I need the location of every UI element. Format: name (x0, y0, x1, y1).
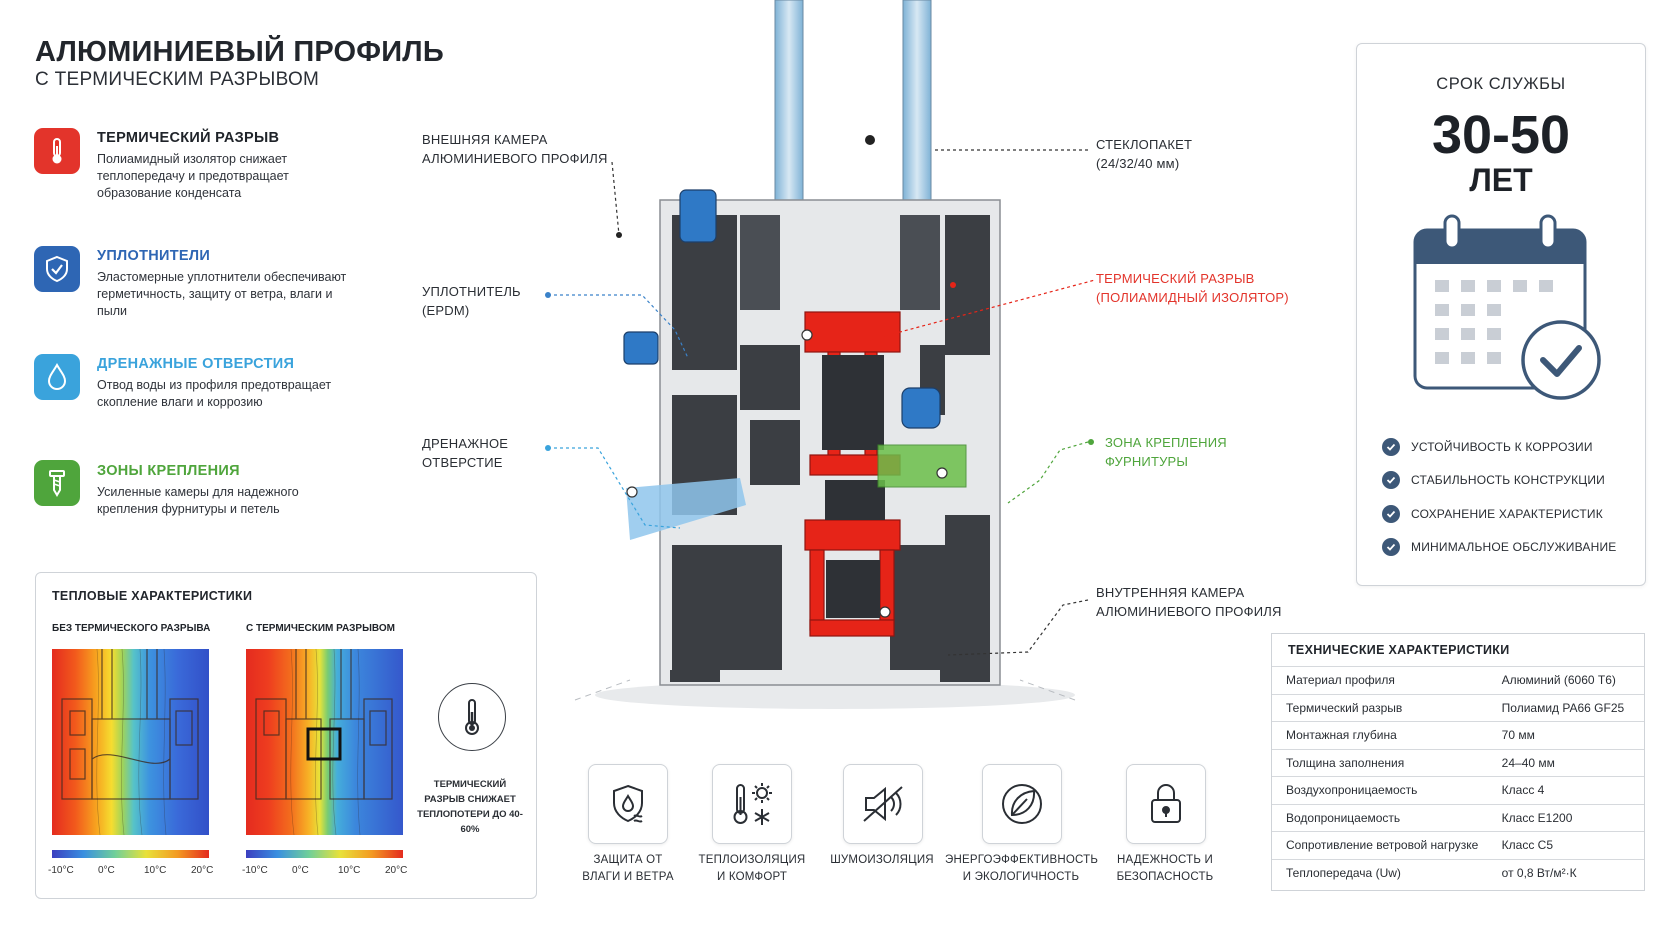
profile-cross-section (595, 0, 1075, 709)
benefit-label: МИНИМАЛЬНОЕ ОБСЛУЖИВАНИЕ (1411, 540, 1617, 554)
check-icon (1382, 438, 1400, 456)
thermal-title: ТЕПЛОВЫЕ ХАРАКТЕРИСТИКИ (52, 589, 253, 603)
thermometer-icon (438, 683, 506, 751)
without-break-label: БЕЗ ТЕРМИЧЕСКОГО РАЗРЫВА (52, 623, 211, 634)
feature-title-thermal: ТЕРМИЧЕСКИЙ РАЗРЫВ (97, 130, 280, 146)
scale-label: 0°C (292, 865, 309, 876)
scale-label: 20°C (385, 865, 408, 876)
tech-specs-title: ТЕХНИЧЕСКИЕ ХАРАКТЕРИСТИКИ (1288, 643, 1510, 657)
page-title: АЛЮМИНИЕВЫЙ ПРОФИЛЬ (35, 36, 444, 68)
drain-channel (626, 478, 746, 540)
spec-name: Монтажная глубина (1272, 721, 1502, 749)
feature-title-fixing: ЗОНЫ КРЕПЛЕНИЯ (97, 463, 240, 479)
spec-value: Полиамид PA66 GF25 (1501, 693, 1644, 722)
callout-thermal-break: ТЕРМИЧЕСКИЙ РАЗРЫВ (ПОЛИАМИДНЫЙ ИЗОЛЯТОР… (1096, 271, 1289, 305)
bottom-label-energy: ЭНЕРГОЭФФЕКТИВНОСТЬ И ЭКОЛОГИЧНОСТЬ (945, 854, 1099, 883)
screw-icon (34, 460, 80, 506)
leaf-icon (982, 764, 1062, 844)
shield-water-icon (588, 764, 668, 844)
benefit-item: МИНИМАЛЬНОЕ ОБСЛУЖИВАНИЕ (1382, 538, 1617, 556)
speaker-mute-icon (843, 764, 923, 844)
thermal-map-without (52, 649, 209, 835)
feature-desc-fixing: Усиленные камеры для надежного крепления… (97, 485, 299, 516)
scale-label: 10°C (338, 865, 361, 876)
spec-name: Материал профиля (1272, 666, 1502, 694)
check-icon (1382, 471, 1400, 489)
bottom-label-insulation: ТЕПЛОИЗОЛЯЦИЯ И КОМФОРТ (698, 854, 806, 883)
feature-title-drain: ДРЕНАЖНЫЕ ОТВЕРСТИЯ (97, 356, 295, 372)
scale-label: 20°C (191, 865, 214, 876)
service-life-panel: СРОК СЛУЖБЫ 30-50 ЛЕТ УСТОЙЧИВОСТЬ К КОР… (1356, 43, 1646, 586)
feature-title-seals: УПЛОТНИТЕЛИ (97, 248, 211, 264)
tech-specs-panel: ТЕХНИЧЕСКИЕ ХАРАКТЕРИСТИКИ Материал проф… (1271, 633, 1645, 891)
bottom-label-noise: ШУМОИЗОЛЯЦИЯ (830, 854, 934, 866)
callout-outer-chamber: ВНЕШНЯЯ КАМЕРА АЛЮМИНИЕВОГО ПРОФИЛЯ (422, 132, 608, 166)
thermal-panel: ТЕПЛОВЫЕ ХАРАКТЕРИСТИКИ БЕЗ ТЕРМИЧЕСКОГО… (35, 572, 537, 899)
service-life-unit: ЛЕТ (1469, 162, 1533, 198)
service-life-title: СРОК СЛУЖБЫ (1436, 75, 1566, 93)
table-row: Теплопередача (Uw)от 0,8 Вт/м²·К (1272, 858, 1644, 886)
with-break-label: С ТЕРМИЧЕСКИМ РАЗРЫВОМ (246, 623, 395, 634)
fitting-zone (877, 444, 967, 488)
header: АЛЮМИНИЕВЫЙ ПРОФИЛЬ С ТЕРМИЧЕСКИМ РАЗРЫВ… (35, 36, 444, 91)
scale-bar-with (246, 850, 403, 858)
spec-name: Сопротивление ветровой нагрузке (1272, 831, 1502, 859)
scale-label: -10°C (48, 865, 74, 876)
page-subtitle: С ТЕРМИЧЕСКИМ РАЗРЫВОМ (35, 69, 320, 90)
spec-value: Класс 4 (1501, 776, 1644, 804)
feature-desc-thermal: Полиамидный изолятор снижает теплопереда… (97, 152, 289, 200)
scale-label: -10°C (242, 865, 268, 876)
spec-name: Толщина заполнения (1272, 748, 1502, 777)
benefit-label: СТАБИЛЬНОСТЬ КОНСТРУКЦИИ (1411, 473, 1605, 487)
calendar-check-icon (1413, 214, 1601, 400)
callout-drain: ДРЕНАЖНОЕ ОТВЕРСТИЕ (422, 436, 509, 470)
benefit-label: УСТОЙЧИВОСТЬ К КОРРОЗИИ (1411, 440, 1593, 454)
scale-label: 0°C (98, 865, 115, 876)
spec-name: Термический разрыв (1272, 693, 1502, 722)
check-icon (1382, 538, 1400, 556)
check-icon (1382, 505, 1400, 523)
feature-desc-drain: Отвод воды из профиля предотвращает скоп… (97, 378, 332, 409)
epdm-seal (623, 189, 941, 429)
callout-seal: УПЛОТНИТЕЛЬ (EPDM) (422, 284, 521, 318)
spec-name: Теплопередача (Uw) (1272, 858, 1502, 886)
spec-name: Воздухопроницаемость (1272, 776, 1502, 804)
bottom-label-security: НАДЕЖНОСТЬ И БЕЗОПАСНОСТЬ (1116, 854, 1214, 883)
spec-value: 70 мм (1501, 721, 1644, 749)
benefit-item: СОХРАНЕНИЕ ХАРАКТЕРИСТИК (1382, 505, 1603, 523)
service-life-value: 30-50 (1431, 105, 1571, 165)
scale-bar-without (52, 850, 209, 858)
thermal-map-with (246, 649, 403, 835)
spec-name: Водопроницаемость (1272, 803, 1502, 832)
benefit-item: СТАБИЛЬНОСТЬ КОНСТРУКЦИИ (1382, 471, 1605, 489)
spec-value: Класс C5 (1501, 831, 1644, 859)
padlock-icon (1126, 764, 1206, 844)
thermometer-icon (34, 128, 80, 174)
spec-value: Класс E1200 (1501, 803, 1644, 832)
benefit-label: СОХРАНЕНИЕ ХАРАКТЕРИСТИК (1411, 507, 1603, 521)
shield-check-icon (34, 246, 80, 292)
thermometer-snow-icon (712, 764, 792, 844)
thermal-note: ТЕРМИЧЕСКИЙ РАЗРЫВ СНИЖАЕТ ТЕПЛОПОТЕРИ Д… (417, 779, 523, 835)
benefit-item: УСТОЙЧИВОСТЬ К КОРРОЗИИ (1382, 438, 1593, 456)
callout-glazing: СТЕКЛОПАКЕТ (24/32/40 мм) (1096, 137, 1193, 171)
spec-value: от 0,8 Вт/м²·К (1501, 858, 1644, 886)
callout-fitting-zone: ЗОНА КРЕПЛЕНИЯ ФУРНИТУРЫ (1105, 435, 1227, 469)
spec-value: 24–40 мм (1501, 748, 1644, 777)
water-drop-icon (34, 354, 80, 400)
bottom-label-protection: ЗАЩИТА ОТ ВЛАГИ И ВЕТРА (582, 854, 674, 883)
feature-desc-seals: Эластомерные уплотнители обеспечивают ге… (97, 270, 347, 318)
callout-inner-chamber: ВНУТРЕННЯЯ КАМЕРА АЛЮМИНИЕВОГО ПРОФИЛЯ (1096, 585, 1282, 619)
scale-label: 10°C (144, 865, 167, 876)
spec-value: Алюминий (6060 T6) (1501, 666, 1644, 694)
